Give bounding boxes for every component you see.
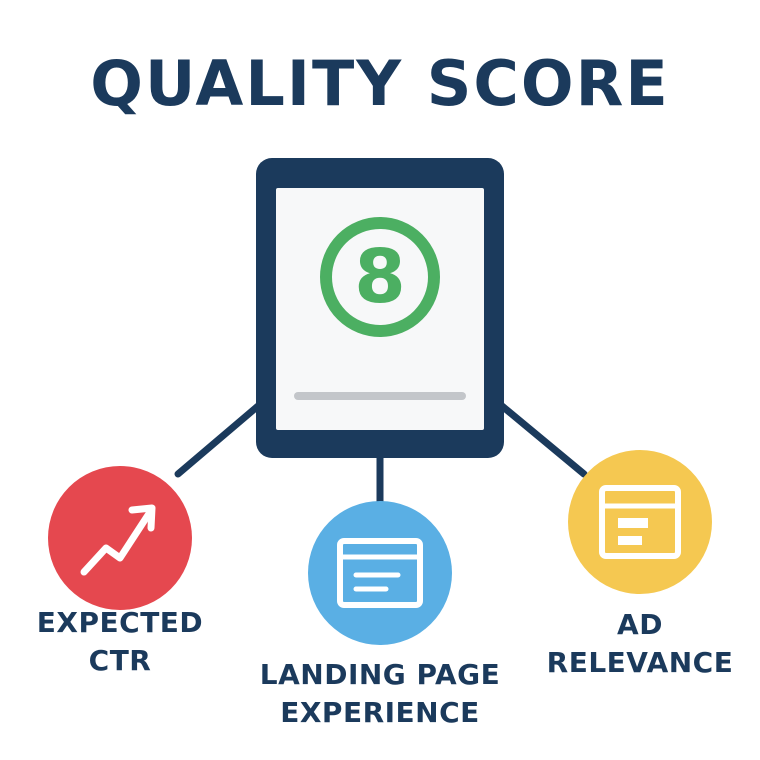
landing-page-label-line-2: EXPERIENCE: [280, 696, 480, 729]
page-title: QUALITY SCORE: [90, 47, 670, 120]
landing-page-experience-circle: [308, 501, 452, 645]
tablet-device: 8: [256, 158, 504, 458]
ad-relevance-label: AD RELEVANCE: [540, 606, 740, 682]
expected-ctr-label: EXPECTED CTR: [20, 604, 220, 680]
landing-page-experience-label: LANDING PAGE EXPERIENCE: [230, 656, 530, 732]
ad-panel-icon: [599, 485, 681, 559]
ad-relevance-label-line-1: AD: [617, 608, 663, 641]
expected-ctr-label-line-1: EXPECTED: [36, 606, 204, 639]
score-value: 8: [354, 234, 406, 320]
expected-ctr-circle: [48, 466, 192, 610]
tablet-screen: 8: [276, 188, 484, 430]
expected-ctr-label-line-2: CTR: [88, 644, 152, 677]
screen-progress-bar: [294, 392, 466, 400]
trend-up-arrow-icon: [80, 504, 156, 576]
connector-ctr: [174, 402, 262, 478]
connector-ad: [498, 402, 588, 478]
browser-window-icon: [337, 538, 423, 608]
ad-relevance-circle: [568, 450, 712, 594]
score-ring: 8: [320, 217, 440, 337]
landing-page-label-line-1: LANDING PAGE: [259, 658, 501, 691]
ad-relevance-label-line-2: RELEVANCE: [546, 646, 734, 679]
